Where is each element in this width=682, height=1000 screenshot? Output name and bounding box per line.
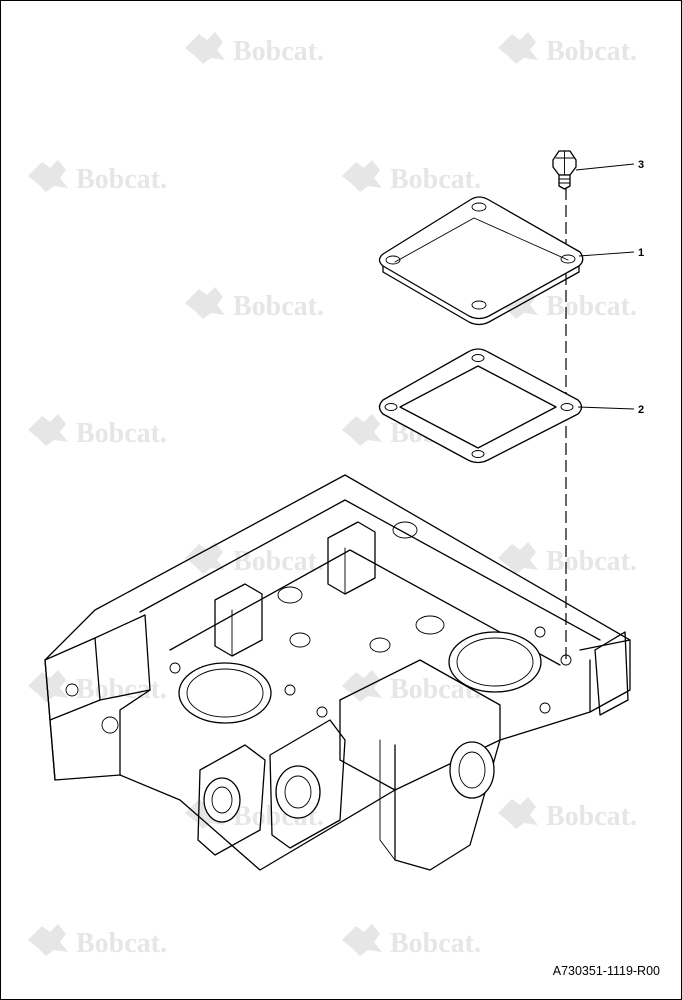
leader-line-3 [575, 163, 635, 171]
bolt-part [552, 150, 577, 190]
watermark-text: Bobcat. [546, 36, 637, 67]
watermark-logo: Bobcat. [498, 542, 637, 577]
watermark-logo: Bobcat. [185, 287, 324, 322]
leader-line-2 [577, 406, 635, 410]
callout-number-3: 3 [638, 159, 644, 171]
watermark-logo: Bobcat. [342, 160, 481, 195]
watermark-logo: Bobcat. [28, 670, 167, 705]
watermark-logo: Bobcat. [498, 797, 637, 832]
callout-number-1: 1 [638, 247, 644, 259]
watermark-logo: Bobcat. [342, 924, 481, 959]
watermark-logo: Bobcat. [28, 160, 167, 195]
watermark-text: Bobcat. [546, 546, 637, 577]
watermark-logo: Bobcat. [185, 32, 324, 67]
callouts: 3 1 2 [575, 159, 644, 416]
watermark-text: Bobcat. [233, 291, 324, 322]
watermark-logo: Bobcat. [498, 32, 637, 67]
leader-line-1 [578, 251, 635, 257]
watermark-text: Bobcat. [76, 418, 167, 449]
watermark-text: Bobcat. [76, 928, 167, 959]
watermark-text: Bobcat. [233, 36, 324, 67]
watermark-text: Bobcat. [76, 674, 167, 705]
gasket-part [378, 348, 583, 464]
watermark-text: Bobcat. [233, 546, 324, 577]
watermark-text: Bobcat. [546, 291, 637, 322]
watermark-logo: Bobcat. [185, 542, 324, 577]
watermark-logo: Bobcat. [28, 414, 167, 449]
cover-plate-part [378, 196, 584, 326]
watermark-text: Bobcat. [546, 801, 637, 832]
watermark-text: Bobcat. [390, 164, 481, 195]
document-number: A730351-1119-R00 [552, 964, 660, 978]
watermark-layer: Bobcat. Bobcat. Bobcat. Bobcat. Bobcat. … [28, 32, 637, 959]
callout-number-2: 2 [638, 404, 644, 416]
cylinder-head-part [44, 474, 631, 871]
watermark-logo: Bobcat. [28, 924, 167, 959]
watermark-text: Bobcat. [390, 928, 481, 959]
watermark-text: Bobcat. [76, 164, 167, 195]
